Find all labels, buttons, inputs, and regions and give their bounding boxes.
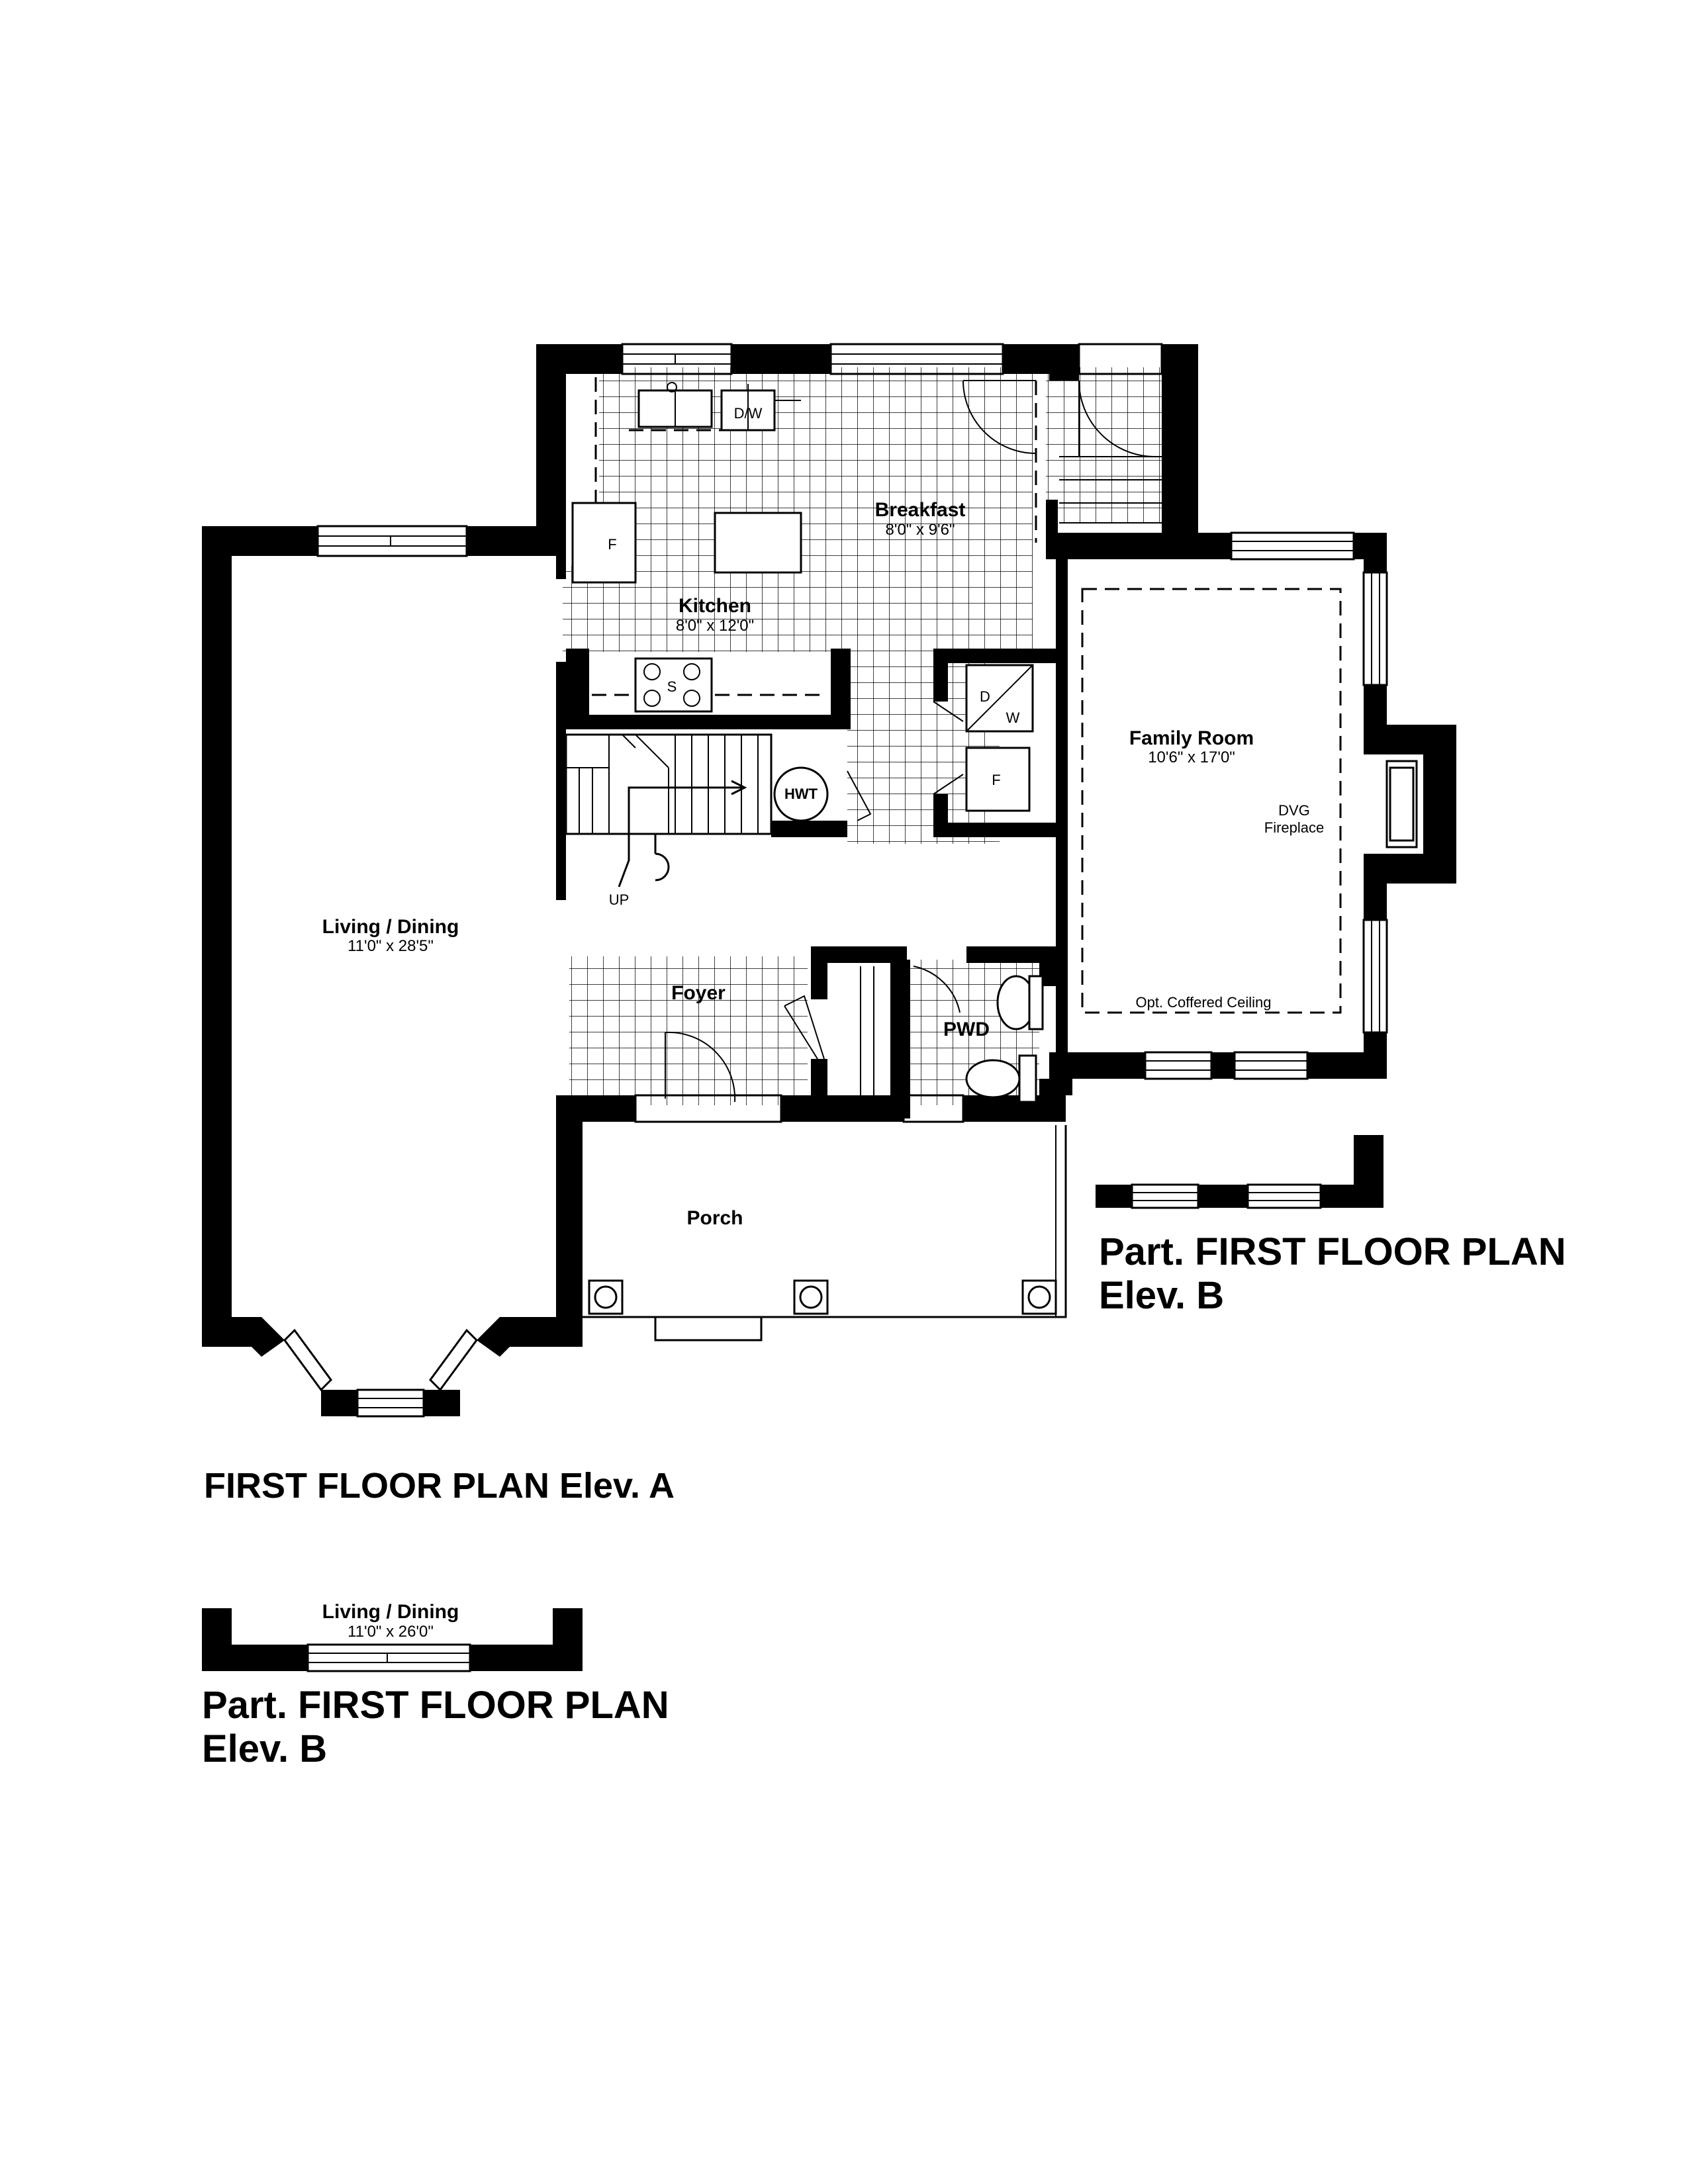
stairs-up-label: UP: [609, 891, 630, 908]
breakfast-dim: 8'0" x 9'6": [886, 521, 955, 539]
breakfast-label: Breakfast: [875, 499, 966, 521]
part-plan-left-title-1: Part. FIRST FLOOR PLAN: [202, 1684, 669, 1727]
dryer-label: D: [980, 688, 990, 705]
appliances: [773, 664, 1044, 1103]
main-plan-title: FIRST FLOOR PLAN Elev. A: [204, 1466, 675, 1506]
alt-living-dim: 11'0" x 26'0": [348, 1623, 434, 1641]
living-dining-dim: 11'0" x 28'5": [348, 937, 434, 955]
tiled-floors: [563, 367, 1165, 1105]
part-plan-left-title-2: Elev. B: [202, 1727, 328, 1770]
partial-plan-left: [202, 1608, 583, 1672]
fireplace-label-1: DVG: [1278, 802, 1310, 819]
stove-label: S: [667, 678, 677, 695]
family-room-details: [1081, 588, 1418, 1014]
pwd-label: PWD: [943, 1019, 990, 1040]
porch-structure: [583, 1125, 1067, 1342]
ceiling-note: Opt. Coffered Ceiling: [1135, 994, 1271, 1011]
windows: [283, 343, 1388, 1418]
labels: Breakfast 8'0" x 9'6" Kitchen 8'0" x 12'…: [322, 405, 1325, 1641]
dishwasher-label: D/W: [734, 405, 763, 422]
foyer-label: Foyer: [671, 982, 726, 1004]
family-room-label: Family Room: [1129, 727, 1254, 749]
hwt-label: HWT: [784, 786, 818, 802]
exterior-walls: [202, 344, 1456, 1416]
kitchen-label: Kitchen: [679, 595, 751, 617]
family-room-dim: 10'6" x 17'0": [1148, 749, 1235, 766]
living-dining-label: Living / Dining: [322, 916, 459, 938]
kitchen-fixtures: [569, 377, 1037, 713]
fireplace-label-2: Fireplace: [1264, 819, 1324, 836]
part-plan-right-title-1: Part. FIRST FLOOR PLAN: [1099, 1230, 1566, 1273]
porch-label: Porch: [686, 1207, 743, 1229]
partial-plan-right: [1096, 1135, 1383, 1209]
fridge-label: F: [608, 536, 616, 553]
interior-walls: [566, 649, 1066, 1118]
part-plan-right-title-2: Elev. B: [1099, 1274, 1225, 1317]
laundry-fridge-label: F: [992, 772, 1000, 788]
kitchen-dim: 8'0" x 12'0": [676, 617, 754, 635]
washer-label: W: [1006, 709, 1020, 726]
doors: [665, 380, 1165, 1103]
alt-living-label: Living / Dining: [322, 1601, 459, 1623]
staircase: [565, 733, 773, 887]
